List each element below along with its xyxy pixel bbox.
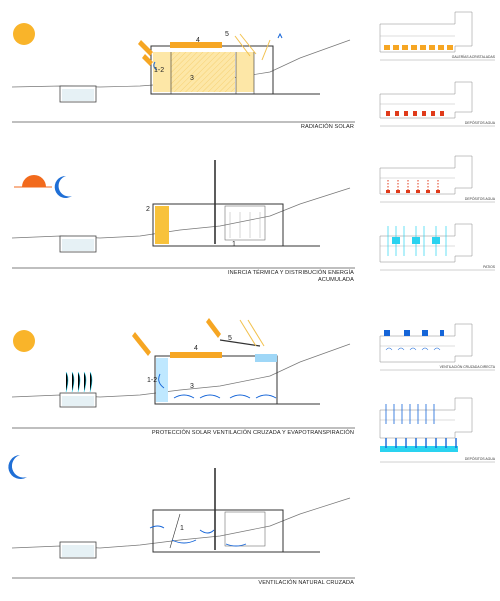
mini-caption-depositos-3: DEPÓSITOS AGUA <box>464 457 495 461</box>
mini-diagram-patios <box>379 223 473 263</box>
pool <box>59 371 97 408</box>
label-num: 5 <box>225 31 229 38</box>
pool <box>59 541 97 559</box>
panel-proteccion-solar: 1-2 3 4 5 <box>11 318 495 463</box>
sunset-icon <box>22 175 46 187</box>
label-num: 1 <box>180 525 184 532</box>
panel-inercia-termica: 2 1 <box>11 155 495 271</box>
label-num: 4 <box>196 37 200 44</box>
mini-caption-galerias: GALERÍAS ACRISTALADAS <box>451 55 495 59</box>
moon-icon <box>8 455 27 479</box>
sun-icon <box>13 23 35 45</box>
label-num: 1-2 <box>147 377 157 384</box>
mini-caption-ventilacion: VENTILACIÓN CRUZADA DIRECTA <box>439 365 495 369</box>
caption-radiacion-solar: RADIACIÓN SOLAR <box>300 124 354 130</box>
mini-diagram-depositos-2 <box>379 155 473 195</box>
label-num: 3 <box>190 75 194 82</box>
mini-diagram-depositos <box>379 81 473 119</box>
air-arrow-icon <box>153 61 158 71</box>
panel-radiacion-solar: 1-2 3 4 5 <box>11 11 495 127</box>
air-flow-arrows <box>158 373 277 399</box>
mini-diagram-ventilacion <box>379 323 473 363</box>
label-num: 1-2 <box>154 67 164 74</box>
label-num: 3 <box>190 383 194 390</box>
house-section <box>152 160 320 247</box>
house-section <box>152 468 320 553</box>
terrain-line <box>11 497 351 549</box>
caption-ventilacion-natural: VENTILACIÓN NATURAL CRUZADA <box>258 580 354 586</box>
air-flow-arrows <box>149 525 247 547</box>
sun-rays <box>138 33 271 66</box>
moon-icon <box>54 175 72 198</box>
terrain-line <box>11 343 351 398</box>
label-num: 2 <box>146 206 150 213</box>
mini-caption-depositos: DEPÓSITOS AGUA <box>464 121 495 125</box>
panel-ventilacion-natural: 1 <box>8 455 355 579</box>
caption-inercia-termica-2: ACUMULADA <box>317 277 354 283</box>
air-arrow-icon <box>277 32 283 39</box>
pool <box>59 235 97 253</box>
house-section <box>150 42 320 95</box>
mini-caption-depositos-2: DEPÓSITOS AGUA <box>464 197 495 201</box>
caption-inercia-termica-1: INERCIA TÉRMICA Y DISTRIBUCIÓN ENERGÍA <box>228 270 354 276</box>
label-num: 4 <box>194 345 198 352</box>
mini-caption-patios: PATIOS <box>483 265 495 269</box>
house-section <box>154 339 320 405</box>
mini-diagram-depositos-3 <box>379 397 473 452</box>
sun-rays <box>132 318 265 356</box>
label-num: 1 <box>232 241 236 248</box>
caption-proteccion-solar: PROTECCIÓN SOLAR VENTILACIÓN CRUZADA Y E… <box>151 430 354 436</box>
label-num: 5 <box>228 335 232 342</box>
pool <box>59 85 97 103</box>
sun-icon <box>13 330 35 352</box>
mini-diagram-galerias <box>379 11 473 53</box>
